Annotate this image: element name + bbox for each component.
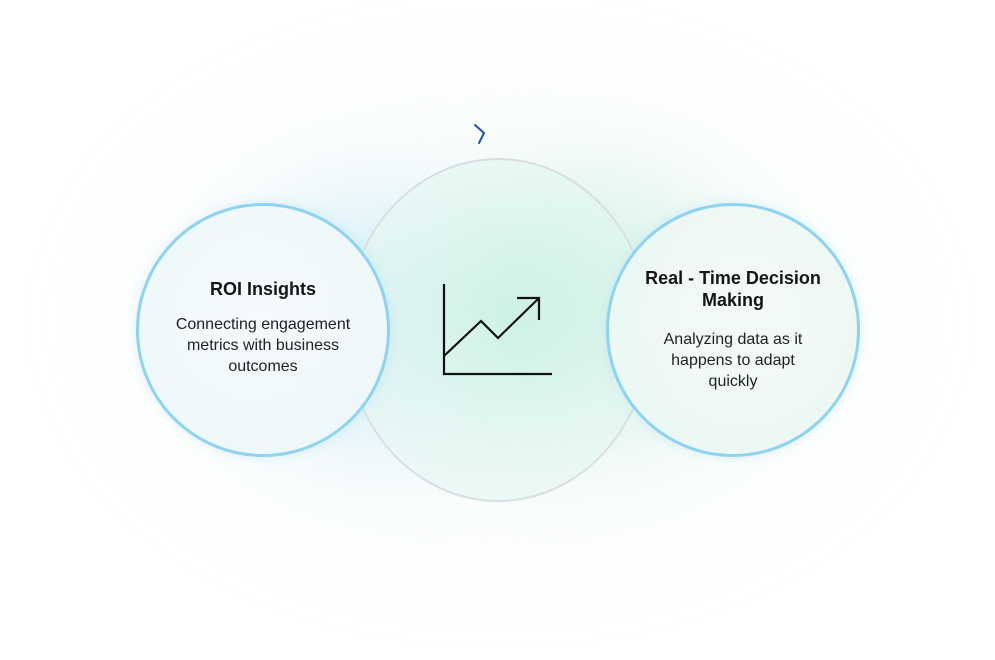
- decision-making-card: Real - Time Decision Making Analyzing da…: [606, 267, 860, 392]
- decision-making-circle: [606, 203, 860, 457]
- roi-insights-card: ROI Insights Connecting engagement metri…: [136, 278, 390, 377]
- roi-insights-circle: [136, 203, 390, 457]
- chevron-right-icon[interactable]: [470, 122, 490, 148]
- trending-chart-icon: [442, 284, 552, 376]
- roi-insights-description: Connecting engagement metrics with busin…: [175, 316, 351, 375]
- roi-insights-title: ROI Insights: [209, 279, 316, 299]
- decision-making-title: Real - Time Decision Making: [645, 268, 821, 310]
- decision-making-description: Analyzing data as it happens to adapt qu…: [663, 331, 803, 390]
